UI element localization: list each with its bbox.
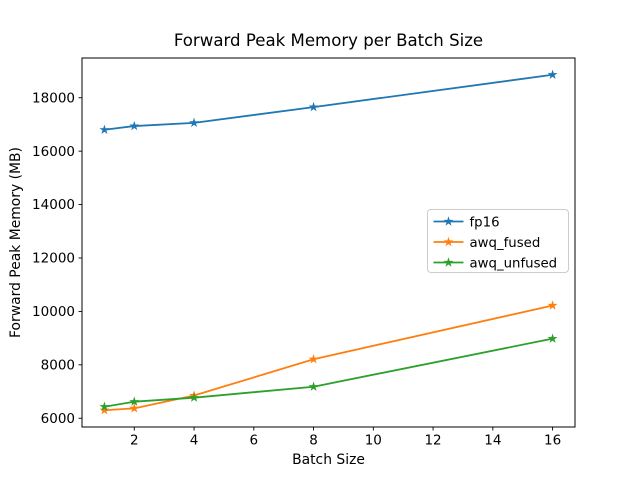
series-marker-fp16 <box>129 120 140 131</box>
legend-label-awq_fused: awq_fused <box>470 236 541 251</box>
series-marker-awq_unfused <box>189 392 199 402</box>
y-tick-label: 12000 <box>32 251 75 267</box>
x-axis-label: Batch Size <box>292 452 365 468</box>
x-tick-label: 4 <box>190 433 199 449</box>
legend-marker-awq_fused <box>443 236 454 247</box>
series-marker-awq_unfused <box>129 396 140 406</box>
x-tick-label: 14 <box>484 433 501 449</box>
series-marker-awq_unfused <box>99 401 110 411</box>
legend-marker-awq_unfused <box>443 257 454 267</box>
y-tick-label: 6000 <box>41 411 75 427</box>
series-marker-fp16 <box>189 117 199 128</box>
y-tick-label: 14000 <box>32 197 75 213</box>
legend-box <box>427 209 569 273</box>
series-marker-fp16 <box>99 124 110 134</box>
series-marker-awq_fused <box>99 405 110 415</box>
series-marker-fp16 <box>547 69 558 79</box>
series-line-fp16 <box>104 73 553 131</box>
x-tick-label: 6 <box>250 433 259 449</box>
y-tick-label: 8000 <box>41 357 75 373</box>
axes-spines <box>81 57 576 428</box>
legend-marker-fp16 <box>443 216 454 226</box>
series-marker-awq_fused <box>547 300 558 310</box>
plot-area: 2 4 6 8 10 12 14 16 6000 8000 10000 12000 14000 16000… <box>32 57 576 449</box>
x-tick-label: 8 <box>309 433 318 449</box>
legend-label-fp16: fp16 <box>470 215 500 230</box>
x-tick-label: 12 <box>424 433 441 449</box>
chart-title: Forward Peak Memory per Batch Size <box>174 31 483 50</box>
series-line-awq_unfused <box>104 337 553 408</box>
series-marker-fp16 <box>308 101 319 112</box>
series-marker-awq_fused <box>129 403 140 413</box>
series-marker-awq_unfused <box>547 333 558 343</box>
series-marker-awq_unfused <box>308 381 319 391</box>
y-tick-label: 16000 <box>32 144 75 160</box>
x-tick-label: 10 <box>365 433 382 449</box>
legend-label-awq_unfused: awq_unfused <box>470 256 558 271</box>
y-tick-label: 18000 <box>32 90 75 106</box>
x-tick-label: 16 <box>544 433 561 449</box>
series-marker-awq_fused <box>308 354 319 364</box>
y-axis-label: Forward Peak Memory (MB) <box>8 147 24 338</box>
y-tick-label: 10000 <box>32 304 75 320</box>
series-line-awq_fused <box>104 304 553 412</box>
x-tick-label: 2 <box>130 433 139 449</box>
